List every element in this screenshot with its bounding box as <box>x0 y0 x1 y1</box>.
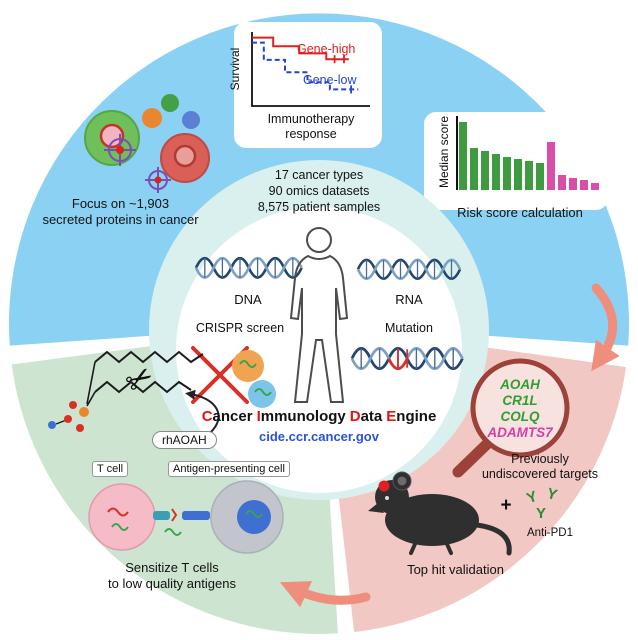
risk-bar <box>591 183 599 190</box>
risk-bar <box>503 157 511 190</box>
risk-caption: Risk score calculation <box>457 205 583 220</box>
crispr-screen-label: CRISPR screen <box>195 321 285 335</box>
risk-bar <box>492 154 500 190</box>
survival-curve <box>252 41 359 91</box>
human-body-icon <box>289 227 349 403</box>
tcell-label: T cell <box>92 461 129 477</box>
risk-bar <box>514 159 522 190</box>
risk-bar <box>580 180 588 190</box>
stat-patient-samples: 8,575 patient samples <box>257 200 381 214</box>
gene-name: COLQ <box>500 409 540 424</box>
crispr-cells-icon <box>191 346 276 408</box>
risk-ylabel: Median score <box>437 115 451 189</box>
stat-omics-datasets: 90 omics datasets <box>268 184 370 198</box>
survival-ylabel: Survival <box>228 47 242 91</box>
top-hit-caption: Top hit validation <box>407 562 504 577</box>
rna-label: RNA <box>395 292 423 307</box>
dna-label: DNA <box>234 292 262 307</box>
sensitize-caption: Sensitize T cells to low quality antigen… <box>108 560 236 591</box>
risk-axis <box>456 116 458 190</box>
survival-curve <box>252 36 349 61</box>
survival-panel <box>234 22 382 148</box>
risk-bar <box>569 178 577 190</box>
risk-bar <box>558 175 566 190</box>
gene-name: ADAMTS7 <box>487 425 553 440</box>
cohort-stats: 17 cancer types 90 omics datasets 8,575 … <box>219 167 419 215</box>
cide-url-link[interactable]: cide.ccr.cancer.gov <box>259 429 379 444</box>
anti-pd1-label: Anti-PD1 <box>526 527 574 539</box>
legend-gene-high: Gene-high <box>297 42 356 56</box>
stat-cancer-types: 17 cancer types <box>274 168 364 182</box>
magnifier-icon <box>452 358 570 478</box>
risk-bar <box>547 142 555 190</box>
gene-name: CR1L <box>502 393 538 408</box>
gene-name: AOAH <box>500 377 540 392</box>
secreted-proteins-cells-icon <box>84 94 210 193</box>
risk-bar <box>481 151 489 190</box>
mutation-label: Mutation <box>385 321 433 335</box>
flow-arrow-right <box>591 283 620 372</box>
mouse-icon <box>368 471 512 556</box>
center-circle <box>176 207 462 493</box>
focus-caption: Focus on ~1,903 secreted proteins in can… <box>42 196 199 227</box>
plus-sign: + <box>500 495 512 516</box>
risk-bar <box>470 148 478 190</box>
undiscovered-targets-caption: Previously undiscovered targets <box>481 452 599 481</box>
legend-gene-low: Gene-low <box>303 73 357 87</box>
flow-arrow-bottom <box>279 581 371 608</box>
apc-label: Antigen-presenting cell <box>168 461 290 477</box>
lipid-molecule-icon <box>48 350 204 432</box>
risk-bar <box>536 163 544 190</box>
tumor-dot <box>378 480 390 492</box>
survival-xlabel: Immunotherapy response <box>267 112 355 141</box>
antibody-icon: Y <box>536 505 547 522</box>
risk-score-chart: Median score <box>430 114 610 210</box>
enzyme-cut-arrow <box>185 389 220 434</box>
risk-bar <box>459 122 467 190</box>
risk-bar <box>525 161 533 190</box>
survival-plot <box>251 32 370 107</box>
survival-axes <box>251 32 370 107</box>
tcell-apc-icon <box>88 480 284 554</box>
rhaoah-pill: rhAOAH <box>152 431 217 449</box>
mutation-helix-icon <box>350 347 464 371</box>
risk-bars <box>459 116 599 190</box>
gene-hit-list: AOAH CR1L COLQ ADAMTS7 <box>468 377 572 441</box>
